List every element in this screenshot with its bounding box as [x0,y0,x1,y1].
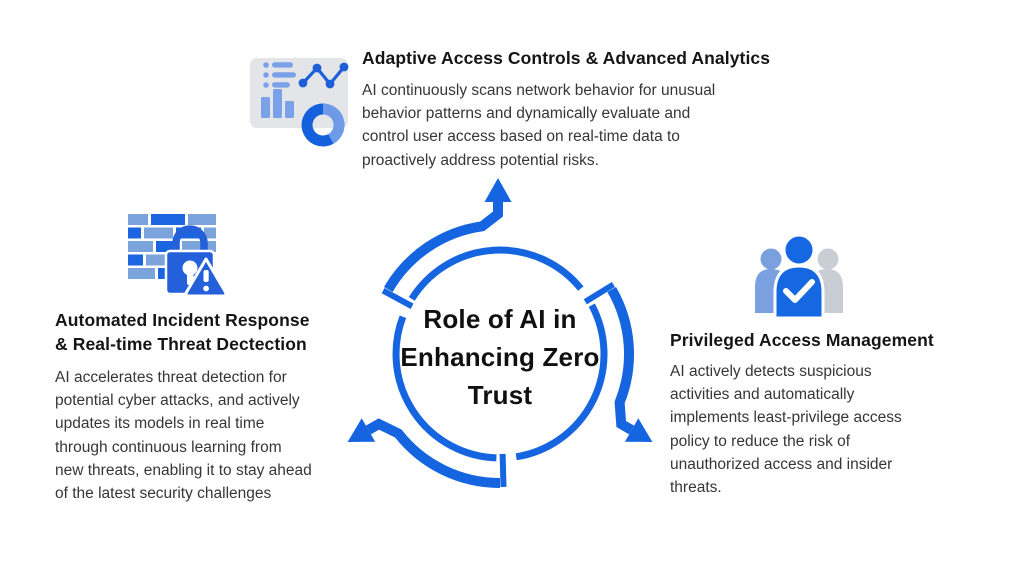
arrowhead-southwest [347,418,376,442]
arrowhead-up [484,178,512,202]
arc-top [383,202,503,293]
inner-ring [392,246,608,462]
left-section-title: Automated Incident Response & Real-time … [55,310,310,354]
privileged-users-icon [755,233,843,320]
arrowhead-southeast [624,418,653,442]
top-section-body: AI continuously scans network behavior f… [362,82,716,169]
firewall-lock-icon [128,214,228,298]
right-section-title: Privileged Access Management [670,330,934,350]
left-section-body: AI accelerates threat detection for pote… [55,369,312,503]
arc-right [607,287,635,435]
outer-arc-arrows [365,202,635,489]
analytics-dashboard-icon [250,58,349,147]
arc-tail-caps [381,281,615,487]
cycle-center-title: Role of AI in Enhancing Zero Trust [400,304,600,410]
right-section-body: AI actively detects suspicious activitie… [670,363,902,497]
cycle-arrows-diagram [347,178,653,489]
arc-bottom-left [365,418,501,489]
top-section-title: Adaptive Access Controls & Advanced Anal… [362,48,771,68]
